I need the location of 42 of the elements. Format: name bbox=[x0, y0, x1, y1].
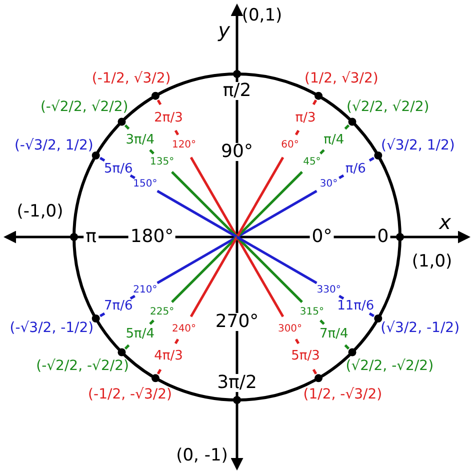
degree-label: 315° bbox=[300, 305, 324, 320]
coordinate-label: (1/2, √3/2) bbox=[304, 69, 378, 88]
axis-label: y bbox=[218, 17, 230, 44]
coordinate-label: (√3/2, 1/2) bbox=[381, 136, 455, 156]
radian-label: 7π/4 bbox=[319, 325, 348, 344]
coordinate-label: (-√2/2, -√2/2) bbox=[36, 356, 129, 376]
coordinate-label: (√2/2, -√2/2) bbox=[346, 356, 434, 376]
coordinate-label: (-1/2, -√3/2) bbox=[88, 386, 172, 405]
radian-label: 2π/3 bbox=[154, 110, 183, 128]
radian-label: 7π/6 bbox=[104, 296, 133, 315]
radian-label: π/3 bbox=[295, 110, 316, 128]
coordinate-label: (-1/2, √3/2) bbox=[92, 69, 171, 88]
coordinate-label: (√2/2, √2/2) bbox=[346, 98, 430, 118]
degree-label: 60° bbox=[281, 138, 299, 153]
coordinate-label: (-√3/2, 1/2) bbox=[14, 136, 94, 156]
radian-label: 11π/6 bbox=[337, 296, 374, 315]
coordinate-label: (-√3/2, -1/2) bbox=[10, 318, 94, 338]
coordinate-label: (1/2, -√3/2) bbox=[303, 386, 382, 405]
radian-label: 3π/4 bbox=[126, 131, 154, 150]
coordinate-label: (0,1) bbox=[242, 4, 282, 28]
degree-label: 30° bbox=[320, 178, 338, 192]
coordinate-label: (√3/2, -1/2) bbox=[380, 318, 460, 338]
degree-label: 240° bbox=[172, 322, 196, 336]
degree-label: 210° bbox=[133, 284, 158, 298]
radian-label: π/6 bbox=[345, 160, 366, 178]
degree-label: 330° bbox=[316, 284, 341, 298]
degree-label: 120° bbox=[172, 138, 196, 153]
radian-label: 5π/3 bbox=[291, 346, 320, 365]
degree-label: 225° bbox=[150, 305, 174, 320]
radian-label: 5π/4 bbox=[126, 325, 154, 344]
coordinate-label: (-1,0) bbox=[16, 200, 64, 224]
coordinate-label: (-√2/2, √2/2) bbox=[40, 98, 128, 118]
axis-label: x bbox=[439, 209, 451, 236]
degree-label: 150° bbox=[133, 178, 158, 192]
radian-label: 4π/3 bbox=[154, 346, 183, 365]
degree-label: 45° bbox=[303, 156, 321, 170]
coordinate-label: (1,0) bbox=[412, 250, 452, 274]
radian-label: 5π/6 bbox=[104, 160, 133, 178]
radian-label: π/4 bbox=[324, 131, 344, 150]
coordinate-label: (0, -1) bbox=[176, 444, 228, 468]
degree-label: 135° bbox=[150, 156, 174, 170]
degree-label: 300° bbox=[278, 322, 302, 336]
